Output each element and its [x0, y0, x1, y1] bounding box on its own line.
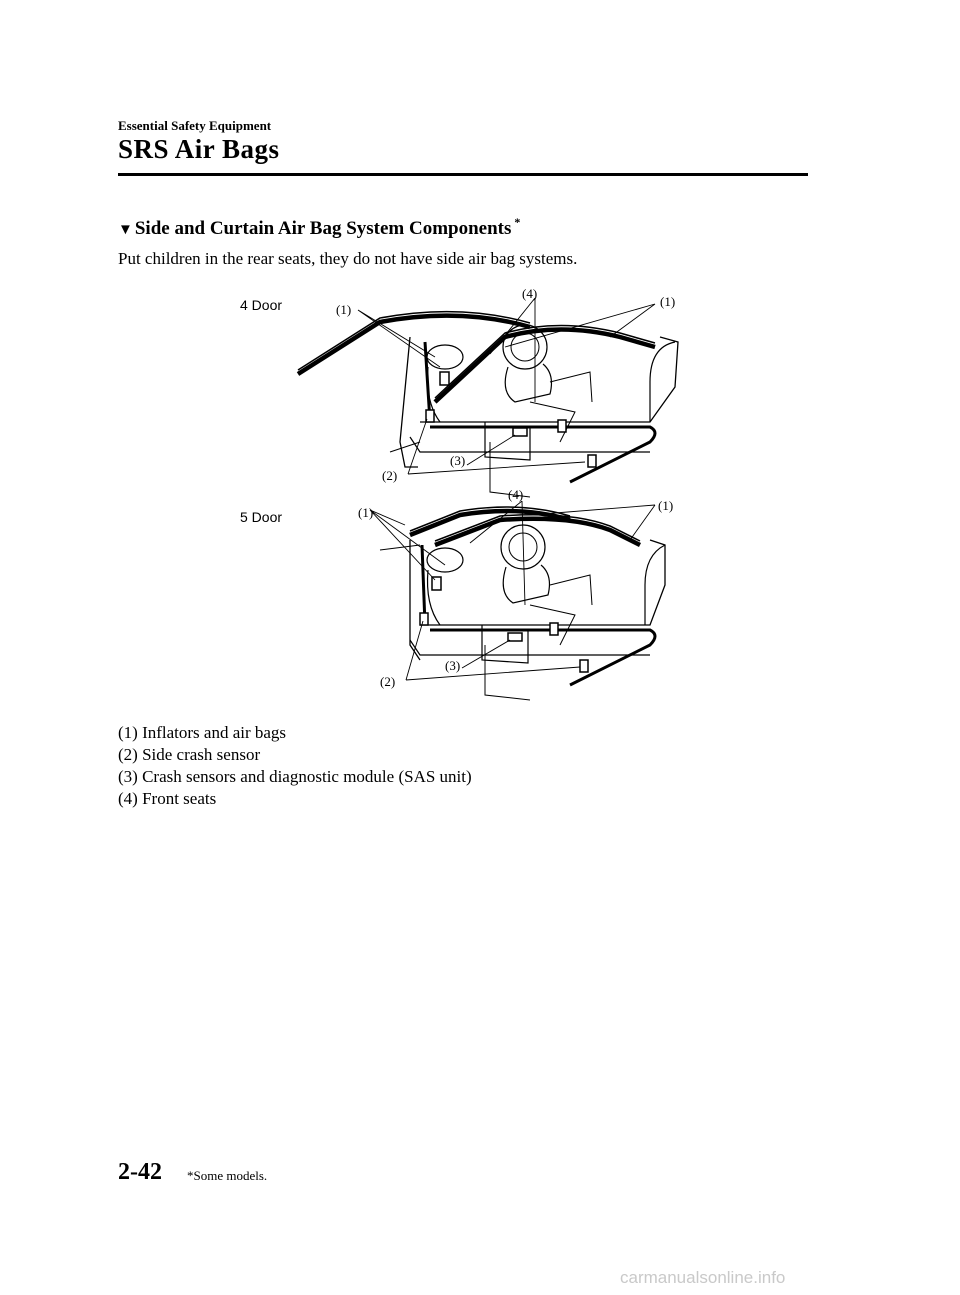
- title-divider: [118, 173, 808, 176]
- callout-4door-1-right: (1): [660, 294, 675, 309]
- label-4-door: 4 Door: [240, 297, 282, 313]
- subheading-text: Side and Curtain Air Bag System Componen…: [134, 218, 512, 239]
- airbag-diagram: 4 Door (1) (4) (1) (3) (2): [240, 286, 679, 701]
- legend-item: (2) Side crash sensor: [118, 745, 261, 764]
- subheading: ▼Side and Curtain Air Bag System Compone…: [118, 215, 520, 240]
- page-title: SRS Air Bags: [118, 134, 280, 164]
- footnote-text: Some models.: [193, 1168, 268, 1183]
- triangle-marker-icon: ▼: [118, 222, 133, 238]
- figure-legend: (1) Inflators and air bags (2) Side cras…: [118, 722, 472, 810]
- footnote-asterisk-icon: *: [514, 215, 521, 229]
- callout-5door-1-right: (1): [658, 498, 673, 513]
- label-5-door: 5 Door: [240, 509, 282, 525]
- callout-5door-1-left: (1): [358, 505, 373, 520]
- watermark: carmanualsonline.info: [620, 1268, 786, 1287]
- footnote: *Some models.: [187, 1168, 267, 1184]
- callout-4door-4: (4): [522, 286, 537, 301]
- diagram-4-door: [296, 297, 679, 498]
- callout-4door-2: (2): [382, 468, 397, 483]
- callout-5door-2: (2): [380, 674, 395, 689]
- callout-4door-1-left: (1): [336, 302, 351, 317]
- diagram-5-door: [369, 500, 666, 701]
- intro-paragraph: Put children in the rear seats, they do …: [118, 249, 578, 268]
- callout-4door-3: (3): [450, 453, 465, 468]
- legend-item: (3) Crash sensors and diagnostic module …: [118, 767, 472, 786]
- callout-5door-4: (4): [508, 487, 523, 502]
- section-label: Essential Safety Equipment: [118, 118, 272, 133]
- airbag-components-figure: 4 Door (1) (4) (1) (3) (2): [230, 282, 700, 720]
- legend-item: (1) Inflators and air bags: [118, 723, 287, 742]
- legend-item: (4) Front seats: [118, 789, 217, 808]
- page-number: 2-42: [118, 1159, 162, 1185]
- footnote-asterisk-icon: *: [187, 1168, 194, 1183]
- callout-5door-3: (3): [445, 658, 460, 673]
